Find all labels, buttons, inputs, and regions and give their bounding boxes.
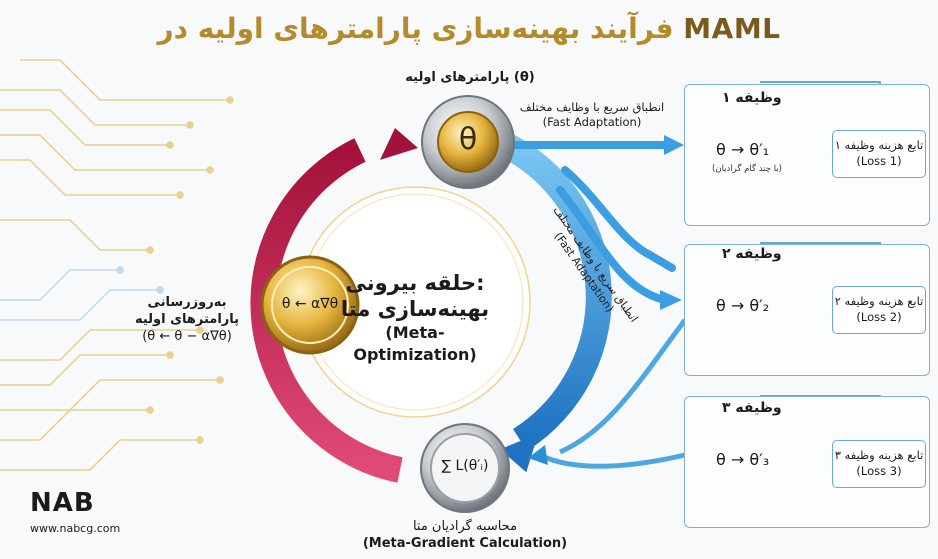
- metagrad-label-fa: محاسبه گرادیان متا: [412, 519, 518, 534]
- center-line2: بهینه‌سازی متا: [340, 297, 490, 321]
- task-update-1: θ → θ′₁: [716, 140, 770, 159]
- loss-box-1: تابع هزینه وظیفه ۱ (Loss 1): [832, 130, 926, 178]
- loss-fa-2: تابع هزینه وظیفه ۲: [834, 294, 924, 308]
- fast-adaptation-arrows: [511, 141, 676, 304]
- loss-fa-3: تابع هزینه وظیفه ۳: [834, 448, 924, 462]
- loss-en-2: (Loss 2): [856, 310, 902, 324]
- circuit-decoration-left-blue: [0, 266, 164, 321]
- center-label: حلقه بیرونی: بهینه‌سازی متا (Meta-Optimi…: [330, 270, 500, 366]
- brand-url: www.nabcg.com: [30, 522, 121, 535]
- update-label-fa: به‌روزرسانی پارامترهای اولیه: [134, 295, 240, 327]
- update-label: به‌روزرسانی پارامترهای اولیه (θ ← θ − α∇…: [112, 294, 262, 345]
- theta-symbol: θ: [458, 122, 478, 157]
- update-node: [260, 255, 360, 355]
- loss-en-1: (Loss 1): [856, 154, 902, 168]
- title-text: فرآیند بهینه‌سازی پارامترهای اولیه در: [157, 12, 674, 45]
- task-title-2: وظیفه ۲: [722, 246, 782, 262]
- update-label-formula: (θ ← θ − α∇θ): [142, 329, 232, 344]
- circuit-decoration-left: [0, 59, 234, 471]
- fast-adaptation-label: انطباق سریع با وظایف مختلف (Fast Adaptat…: [512, 100, 672, 130]
- task-update-3: θ → θ′₃: [716, 450, 770, 469]
- center-line3: (Meta-Optimization): [353, 323, 477, 364]
- center-line1: حلقه بیرونی:: [345, 271, 485, 295]
- task-note-1: (با چند گام گرادیان): [712, 164, 782, 174]
- task-title-3: وظیفه ۳: [722, 400, 782, 416]
- page-title: فرآیند بهینه‌سازی پارامترهای اولیه در MA…: [0, 12, 938, 45]
- loss-box-2: تابع هزینه وظیفه ۲ (Loss 2): [832, 286, 926, 334]
- metagrad-node: [420, 423, 510, 513]
- theta-node: [421, 95, 515, 189]
- arrow-to-task2: [660, 290, 682, 310]
- metagrad-label-en: (Meta-Gradient Calculation): [362, 536, 568, 551]
- arrow-to-task1: [664, 135, 684, 155]
- task-title-1: وظیفه ۱: [722, 90, 782, 106]
- metagrad-label: محاسبه گرادیان متا (Meta-Gradient Calcul…: [355, 518, 575, 552]
- title-maml: MAML: [683, 12, 781, 45]
- blue-loop-arrow: [489, 128, 612, 451]
- loss-box-3: تابع هزینه وظیفه ۳ (Loss 3): [832, 440, 926, 488]
- loss-en-3: (Loss 3): [856, 464, 902, 478]
- task-update-2: θ → θ′₂: [716, 296, 770, 315]
- metagrad-symbol: ∑ L(θ′ᵢ): [441, 458, 489, 474]
- fast-adaptation-fa: انطباق سریع با وظایف مختلف: [519, 100, 665, 114]
- brand-logo: NAB: [30, 488, 95, 518]
- theta-label: پارامترهای اولیه (θ): [405, 70, 535, 85]
- update-symbol: θ ← α∇θ: [281, 296, 339, 312]
- loss-fa-1: تابع هزینه وظیفه ۱: [834, 138, 924, 152]
- fast-adaptation-en: (Fast Adaptation): [542, 115, 642, 129]
